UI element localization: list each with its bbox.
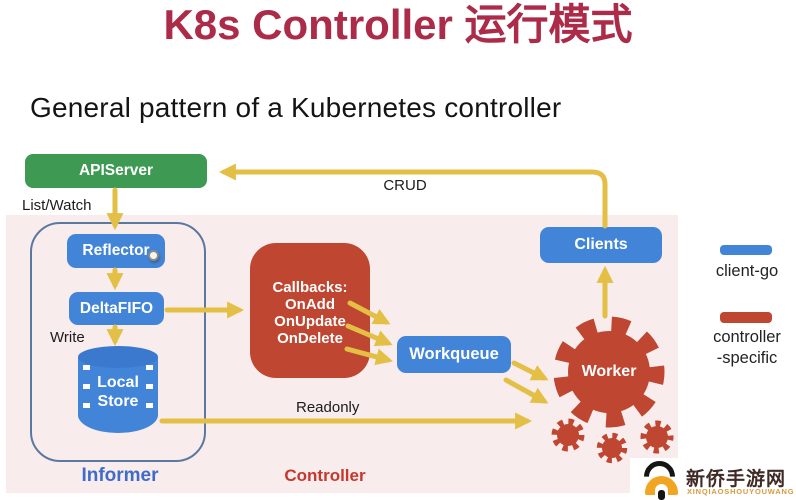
- site-logo-icon: [637, 454, 684, 500]
- clients-label: Clients: [574, 236, 628, 253]
- callbacks-ondelete: OnDelete: [277, 330, 343, 347]
- legend-swatch-client-go: [720, 245, 772, 255]
- callbacks-onadd: OnAdd: [285, 296, 335, 313]
- legend-label-client-go: client-go: [715, 262, 779, 280]
- crud-label: CRUD: [383, 177, 427, 194]
- local-store-cylinder-body: [78, 357, 158, 433]
- page-title: K8s Controller 运行模式: [163, 1, 633, 48]
- callbacks-node: Callbacks: OnAdd OnUpdate OnDelete: [250, 243, 370, 378]
- logo-white-notch: [655, 484, 668, 495]
- write-label: Write: [50, 329, 85, 346]
- worker-label: Worker: [581, 363, 637, 380]
- mouse-cursor-icon: [148, 250, 159, 261]
- reflector-label: Reflector: [82, 242, 150, 259]
- reflector-node: Reflector: [67, 234, 165, 268]
- cylinder-tick-marks-right: [146, 365, 153, 421]
- readonly-label: Readonly: [296, 399, 360, 416]
- diagram-heading: General pattern of a Kubernetes controll…: [30, 92, 562, 123]
- list-watch-label: List/Watch: [22, 197, 92, 214]
- watermark-site-name: 新侨手游网: [686, 469, 787, 490]
- workqueue-label: Workqueue: [409, 345, 499, 363]
- informer-region-label: Informer: [81, 465, 159, 486]
- clients-node: Clients: [540, 227, 662, 263]
- workqueue-node: Workqueue: [397, 336, 511, 373]
- apiserver-label: APIServer: [78, 162, 154, 179]
- cylinder-tick-marks-left: [83, 365, 90, 421]
- watermark-site-subtitle: XINQIAOSHOUYOUWANG: [687, 487, 795, 496]
- callbacks-onupdate: OnUpdate: [274, 313, 346, 330]
- deltafifo-label: DeltaFIFO: [79, 299, 154, 317]
- apiserver-node: APIServer: [25, 154, 207, 188]
- local-store-cylinder-top: [78, 346, 158, 368]
- legend-label-controller-specific: controller -specific: [713, 328, 781, 367]
- controller-region-label: Controller: [284, 466, 366, 485]
- deltafifo-node: DeltaFIFO: [69, 292, 164, 325]
- legend-swatch-controller-specific: [720, 312, 772, 323]
- local-store-label: Local Store: [97, 374, 139, 410]
- callbacks-title: Callbacks:: [272, 279, 348, 296]
- logo-door: [658, 490, 665, 500]
